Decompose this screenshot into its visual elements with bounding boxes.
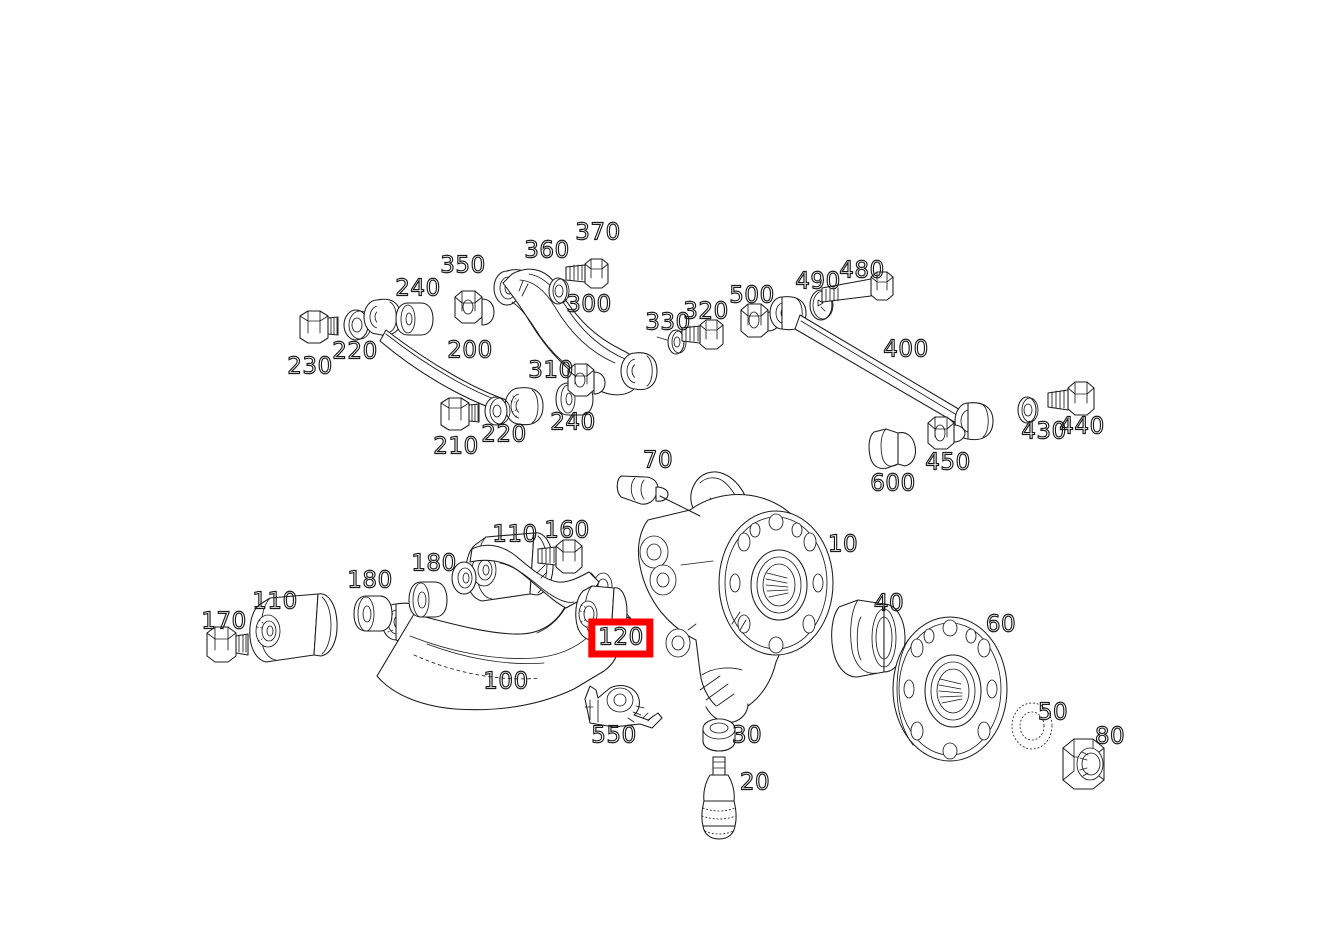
- callout-110-a: 110: [492, 521, 538, 548]
- callout-170: 170: [201, 608, 247, 635]
- callout-40: 40: [873, 590, 905, 617]
- part-200-camber-link: [299, 298, 594, 431]
- callout-220-a: 220: [332, 338, 378, 365]
- part-10-wheel-carrier: [637, 471, 834, 723]
- callout-400: 400: [883, 336, 929, 363]
- part-550-sensor-bracket: [584, 685, 663, 729]
- part-370-bolt: [565, 258, 609, 289]
- part-180-spacer-a: [408, 581, 448, 618]
- part-350-nut: [454, 290, 495, 326]
- callout-230: 230: [287, 353, 333, 380]
- part-600-stop-buffer: [868, 428, 916, 469]
- callout-300: 300: [566, 291, 612, 318]
- part-80-axle-nut: [1062, 738, 1105, 790]
- part-200-rear-bushing: [504, 387, 544, 426]
- part-70-speed-sensor: [616, 475, 701, 517]
- callout-30: 30: [731, 722, 763, 749]
- part-430-washer: [1017, 396, 1039, 424]
- part-100-lower-control-arm: [206, 532, 637, 711]
- part-200-front-bushing: [363, 298, 402, 336]
- part-60-wheel-hub: [892, 616, 1008, 762]
- part-170-bolt: [206, 626, 249, 663]
- part-330-washer: [656, 329, 687, 355]
- part-220-washer-b: [484, 396, 511, 426]
- callout-310: 310: [528, 357, 574, 384]
- callout-10: 10: [827, 531, 859, 558]
- part-300-control-arm: [454, 258, 724, 397]
- callout-490: 490: [795, 268, 841, 295]
- part-50-circlip: [1011, 702, 1053, 750]
- callout-370: 370: [575, 219, 621, 246]
- part-20-ball-joint: [701, 756, 737, 840]
- callout-240-a: 240: [395, 275, 441, 302]
- callout-180-a: 180: [411, 550, 457, 577]
- part-230-bolt: [299, 310, 339, 344]
- callout-80: 80: [1094, 723, 1126, 750]
- part-240-spacer-a: [395, 302, 434, 336]
- knuckle-mount-bosses: [639, 535, 691, 658]
- callout-350: 350: [440, 252, 486, 279]
- part-300-rear-eye: [620, 352, 658, 391]
- callout-480: 480: [839, 257, 885, 284]
- part-320-bolt: [681, 319, 724, 350]
- callout-70: 70: [642, 447, 674, 474]
- callout-100: 100: [483, 668, 529, 695]
- callout-60: 60: [985, 611, 1017, 638]
- part-160-bolt: [537, 539, 583, 574]
- hub-flange-on-knuckle: [718, 510, 834, 656]
- part-180-spacer-b: [353, 595, 393, 632]
- part-30-nut: [702, 718, 736, 752]
- callout-50: 50: [1037, 699, 1069, 726]
- callout-360: 360: [524, 237, 570, 264]
- part-310-nut: [567, 363, 606, 397]
- part-210-bolt: [440, 397, 480, 431]
- callout-430: 430: [1021, 418, 1067, 445]
- callout-210: 210: [433, 433, 479, 460]
- arm-upper-eye: [451, 561, 477, 595]
- callout-330: 330: [645, 309, 691, 336]
- callout-440: 440: [1059, 413, 1105, 440]
- callout-450: 450: [925, 449, 971, 476]
- callout-180-b: 180: [347, 567, 393, 594]
- part-110-bushing-a: [249, 593, 338, 663]
- part-360-washer: [548, 277, 570, 305]
- callout-550: 550: [591, 722, 637, 749]
- part-450-nut: [927, 416, 966, 450]
- callout-500: 500: [729, 282, 775, 309]
- callout-320: 320: [683, 298, 729, 325]
- part-480-bolt: [821, 271, 894, 303]
- callout-160: 160: [544, 517, 590, 544]
- callout-240-b: 240: [550, 409, 596, 436]
- callout-600: 600: [870, 470, 916, 497]
- part-440-bolt: [1047, 381, 1095, 416]
- callout-120-highlighted: 120: [595, 625, 647, 651]
- callout-20: 20: [739, 769, 771, 796]
- callout-110-b: 110: [252, 588, 298, 615]
- callout-220-b: 220: [481, 421, 527, 448]
- callout-200: 200: [447, 337, 493, 364]
- part-400-trailing-arm: [740, 271, 1095, 469]
